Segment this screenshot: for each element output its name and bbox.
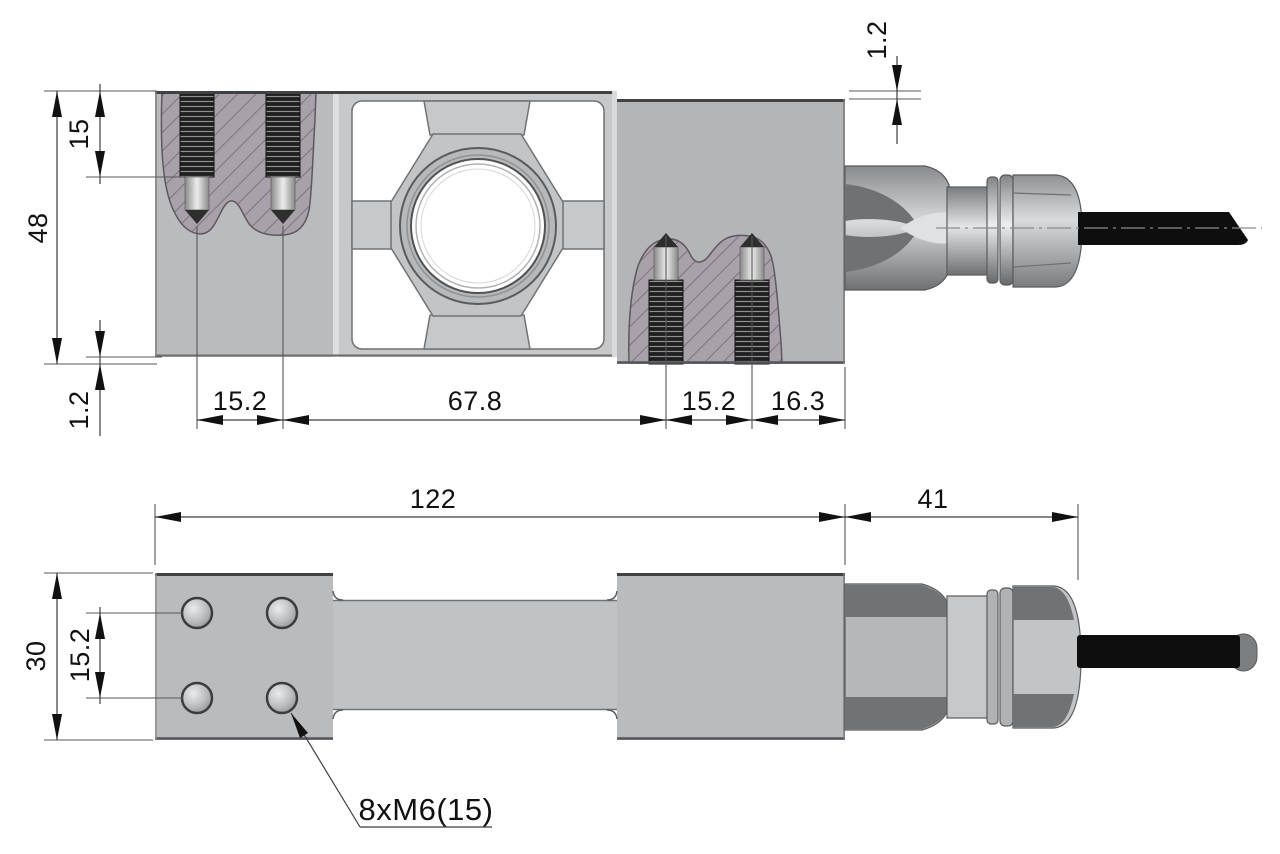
dim-center-length: 67.8 [448, 386, 503, 416]
side-view: 48 15 1.2 1.2 [23, 20, 1262, 436]
fillet-br [606, 709, 618, 720]
dim-thread-depth: 15 [64, 118, 94, 149]
center-bore [410, 158, 546, 294]
dim-left-hole-pitch: 15.2 [213, 386, 268, 416]
nut-plan-bottom-facet [1013, 694, 1074, 727]
web-right [559, 200, 605, 250]
gland-hex-highlight [900, 212, 950, 244]
mounting-hole-2 [265, 596, 299, 630]
mounting-hole-3 [180, 681, 214, 715]
fillet-tl [332, 590, 344, 601]
cable-plan [1077, 635, 1240, 668]
pilot-bore-1 [184, 176, 210, 211]
thread-bore-1 [179, 91, 215, 178]
side-right-face-strip [612, 91, 617, 357]
gland-ring-2-plan [999, 587, 1014, 727]
gland-neck [946, 186, 990, 276]
bore-chamfer-line [415, 163, 541, 289]
left-threaded-holes [179, 91, 301, 224]
gland-ring-1 [986, 176, 999, 284]
nut-facet-line-bottom [1012, 262, 1072, 268]
plan-view-dimensions: 122 41 30 15.2 8xM6(15) [21, 484, 1079, 828]
boss-ring-chamfer [406, 154, 550, 298]
plan-right-block [617, 573, 845, 740]
thread-callout-text: 8xM6(15) [359, 792, 494, 827]
plan-neck [333, 600, 617, 710]
mounting-hole-1 [180, 596, 214, 630]
dim-body-width: 30 [21, 640, 51, 671]
dim-bottom-step: 1.2 [64, 390, 94, 429]
cable-gland-plan [844, 583, 1258, 731]
gland-neck-plan [946, 595, 990, 719]
gland-hex-plan-bottom-facet [845, 697, 948, 729]
cable-gland-side [844, 165, 1262, 291]
nut-facet-line-top [1012, 192, 1072, 196]
thread-callout-leader: 8xM6(15) [290, 712, 494, 828]
web-bottom [423, 314, 531, 350]
flexure-cutout [351, 100, 605, 350]
web-left [351, 200, 395, 250]
plan-left-block [155, 573, 333, 740]
dim-right-hole-pitch: 15.2 [682, 386, 737, 416]
web-top [423, 100, 531, 136]
pilot-bore-2 [270, 176, 296, 211]
drill-cone-2 [271, 210, 295, 224]
gland-ring-1-plan [986, 589, 999, 725]
mounting-hole-4 [265, 681, 299, 715]
gland-ring-2 [999, 174, 1014, 286]
dim-right-hole-to-edge: 16.3 [771, 386, 826, 416]
dim-top-step: 1.2 [862, 20, 892, 59]
nut-plan-top-facet [1013, 587, 1074, 620]
bore-inner-line [420, 168, 536, 284]
gland-hex-facet-bottom [845, 228, 919, 272]
gland-hex-plan-top-facet [845, 585, 948, 617]
side-left-face-strip [333, 91, 339, 357]
gland-nut [1012, 174, 1083, 288]
side-view-dimensions: 48 15 1.2 1.2 [23, 20, 921, 436]
thread-bore-2 [265, 91, 301, 178]
fillet-tr [606, 590, 618, 601]
dim-overall-height: 48 [23, 212, 53, 243]
fillet-bl [332, 709, 344, 720]
dim-body-length: 122 [410, 484, 457, 514]
dim-gland-length: 41 [917, 484, 948, 514]
dim-hole-row-pitch: 15.2 [65, 628, 95, 683]
plan-view: 122 41 30 15.2 8xM6(15) [21, 484, 1258, 828]
drill-cone-1 [185, 210, 209, 224]
gland-hex-facet-top [845, 184, 919, 228]
